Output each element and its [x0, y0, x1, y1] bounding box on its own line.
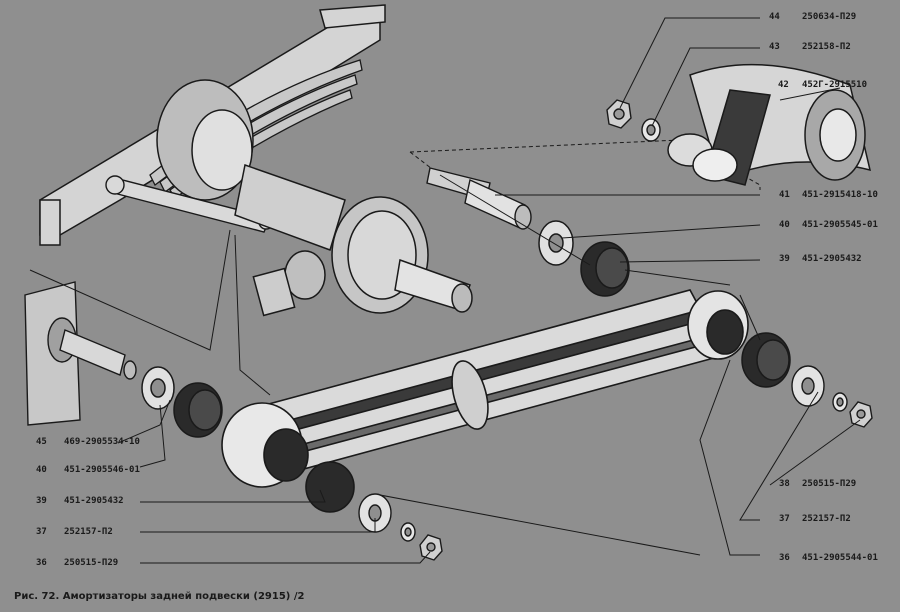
callout-number: 37	[779, 514, 790, 524]
bracket-42	[667, 63, 872, 186]
part-number: 451-2905544-01	[802, 553, 878, 563]
nut-36-lower	[419, 534, 443, 561]
nut-38-right	[849, 401, 873, 428]
washer-40-left	[141, 366, 175, 410]
callout-number: 41	[779, 190, 790, 200]
part-number: 469-2905534-10	[64, 437, 140, 447]
figure-caption: Рис. 72. Амортизаторы задней подвески (2…	[14, 591, 305, 602]
callout-number: 37	[36, 527, 47, 537]
washer-small-right	[832, 392, 848, 412]
shock-absorber-36	[221, 289, 749, 513]
bushing-39-upper	[580, 241, 630, 297]
part-number: 252157-П2	[802, 514, 851, 524]
leader-lines	[117, 17, 861, 564]
pin-45	[59, 329, 137, 380]
bushing-39-left	[173, 382, 223, 438]
part-number: 250515-П29	[802, 479, 857, 489]
washer-37-right	[791, 365, 825, 407]
washer-40-upper	[538, 220, 574, 266]
callout-number: 38	[779, 479, 790, 489]
callout-number: 45	[36, 437, 47, 447]
callout-number: 39	[779, 254, 790, 264]
callout-number: 40	[779, 220, 790, 230]
washer-small-lower	[400, 522, 416, 542]
brake-drum	[156, 79, 254, 201]
part-number: 250634-П29	[802, 12, 857, 22]
washer-37-lower	[358, 493, 392, 533]
part-number: 451-2905545-01	[802, 220, 878, 230]
part-number: 451-2905432	[64, 496, 124, 506]
frame-bracket-left	[24, 281, 81, 426]
pin-41	[426, 167, 532, 230]
washer-43	[641, 118, 661, 142]
callout-number: 39	[36, 496, 47, 506]
part-number: 451-2915418-10	[802, 190, 878, 200]
part-number: 250515-П29	[64, 558, 119, 568]
assembly-lines	[29, 174, 761, 396]
callout-number: 44	[769, 12, 780, 22]
part-number: 452Г-2915510	[802, 80, 868, 90]
callout-number: 36	[36, 558, 47, 568]
bushing-39-right	[741, 332, 791, 388]
callout-number: 40	[36, 465, 47, 475]
callout-number: 43	[769, 42, 780, 52]
rear-axle-housing	[234, 164, 473, 317]
part-number: 252158-П2	[802, 42, 851, 52]
part-number: 451-2905546-01	[64, 465, 140, 475]
part-number: 451-2905432	[802, 254, 862, 264]
nut-44	[606, 99, 632, 129]
callout-number: 42	[778, 80, 789, 90]
callout-number: 36	[779, 553, 790, 563]
part-number: 252157-П2	[64, 527, 113, 537]
